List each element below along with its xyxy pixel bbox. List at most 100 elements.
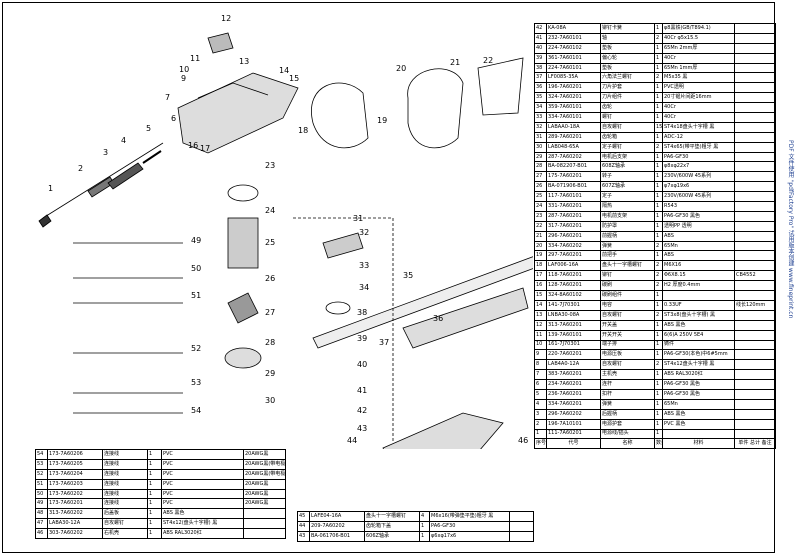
bom-right-cell: 141-7J70301 (546, 299, 601, 311)
bom-mid-cell: 606Z轴承 (364, 530, 420, 542)
bom-left-cell: 连接线 (102, 468, 148, 480)
bom-left-cell: 1 (147, 478, 162, 490)
bom-right-cell: 1 (654, 62, 663, 74)
bom-right-cell: 扣杆 (600, 388, 655, 400)
bom-right-cell: 偏心轮 (600, 52, 655, 64)
blade-sheath (402, 287, 529, 349)
bom-right-cell: 防护罩 (600, 220, 655, 232)
bom-left-cell: 后盖板 (102, 508, 148, 520)
bom-right-cell: ABS (662, 230, 735, 242)
callout-33: 33 (359, 261, 369, 270)
bom-right-cell: ABS (662, 250, 735, 262)
bom-right-cell (734, 408, 776, 420)
bom-right-cell (734, 369, 776, 381)
bom-right-cell: 1 (654, 82, 663, 94)
bom-left-cell: 1 (147, 498, 162, 510)
bom-right-cell (734, 191, 776, 203)
bom-right-cell (734, 62, 776, 74)
bom-mid-cell: 44 (297, 520, 310, 532)
bom-right-cell: 287-7A60201 (546, 210, 601, 222)
bom-right-cell: 1 (654, 161, 663, 173)
switch-cover (207, 32, 234, 54)
bom-left-cell: LABA30-12A (47, 518, 103, 530)
callout-54: 54 (191, 406, 201, 415)
bom-right-cell: 29 (534, 151, 547, 163)
bom-right-cell: 垫板 (600, 42, 655, 54)
bom-right-cell (734, 210, 776, 222)
bom-right-cell: 1 (654, 398, 663, 410)
bom-right-cell: 118-7A60201 (546, 270, 601, 282)
bom-right-cell: 38 (534, 62, 547, 74)
bom-mid-cell (509, 520, 534, 532)
callout-49: 49 (191, 236, 201, 245)
header-material: 材料 (662, 438, 735, 450)
callout-36: 36 (433, 314, 443, 323)
bom-right-cell: φ8xφ22x7 (662, 161, 735, 173)
header-unit: 单件 (738, 440, 749, 447)
bom-right-cell (734, 319, 776, 331)
bom-right-cell: 1 (654, 339, 663, 351)
blade (312, 256, 533, 349)
bom-right-cell: 224-7A60102 (546, 42, 601, 54)
bom-right-cell: PA6-GF30 黑色 (662, 379, 735, 390)
bom-right-cell: 刀片组件 (600, 92, 655, 104)
bom-left-cell: 20AWG黑 (243, 478, 286, 490)
bom-right-cell: 35 (534, 92, 547, 104)
bom-right-cell: 1 (654, 52, 663, 64)
callout-1: 1 (48, 184, 53, 193)
bom-right-cell: 27 (534, 171, 547, 183)
bom-left-cell: PVC (161, 449, 244, 460)
bom-left-cell: PVC (161, 488, 244, 500)
bom-right-cell: M6X16 (662, 260, 735, 272)
bom-left-cell: PVC (161, 498, 244, 510)
bom-right-cell: LNBA30-08A (546, 309, 601, 321)
bom-right-cell: 弹簧 (600, 240, 655, 252)
bom-mid-cell: 209-7A60202 (309, 520, 365, 532)
bom-right-cell: 40Cr (662, 112, 735, 123)
bom-right-cell: 33 (534, 112, 547, 123)
bom-mid-cell: 盘头十一字槽螺钉 (364, 511, 420, 522)
bom-right-cell: 连杆 (600, 379, 655, 390)
bom-right-cell: 1 (654, 349, 663, 361)
bom-right-cell: 2 (654, 309, 663, 321)
bom-right-cell: 主机壳 (600, 369, 655, 381)
bom-left-cell: 303-7A60202 (47, 528, 103, 540)
bom-right-cell: KA-08A (546, 23, 601, 34)
header-code: 代号 (546, 438, 601, 450)
bom-right-cell: 42 (534, 23, 547, 34)
callout-51: 51 (191, 291, 201, 300)
bom-right-cell: 自攻螺钉 (600, 309, 655, 321)
bom-right-cell: 37 (534, 72, 547, 84)
bom-right-cell: 电源压板 (600, 349, 655, 361)
bom-right-cell: 15 (534, 290, 547, 301)
bom-right-cell (734, 230, 776, 242)
bom-right-cell (734, 379, 776, 390)
callout-5: 5 (146, 124, 151, 133)
plug (38, 214, 52, 228)
bom-right-cell (734, 72, 776, 84)
bom-right-cell: 电源护套 (600, 418, 655, 430)
bom-left-cell: 173-7A60206 (47, 449, 103, 460)
rear-handle (107, 162, 144, 190)
bom-right-cell: 前握柄 (600, 230, 655, 242)
bom-right-cell: 1 (654, 23, 663, 34)
bom-right-cell: 313-7A60201 (546, 319, 601, 331)
bom-right-cell: LF0085-35A (546, 72, 601, 84)
callout-17: 17 (200, 144, 210, 153)
bom-right-cell: PA6-GF30 (662, 151, 735, 163)
bom-right-cell: 1 (654, 408, 663, 420)
bom-right-cell (734, 102, 776, 114)
bom-right-cell: 19 (534, 250, 547, 262)
bom-right-cell: ADC-12 (662, 131, 735, 143)
bom-right-cell: 26 (534, 181, 547, 193)
